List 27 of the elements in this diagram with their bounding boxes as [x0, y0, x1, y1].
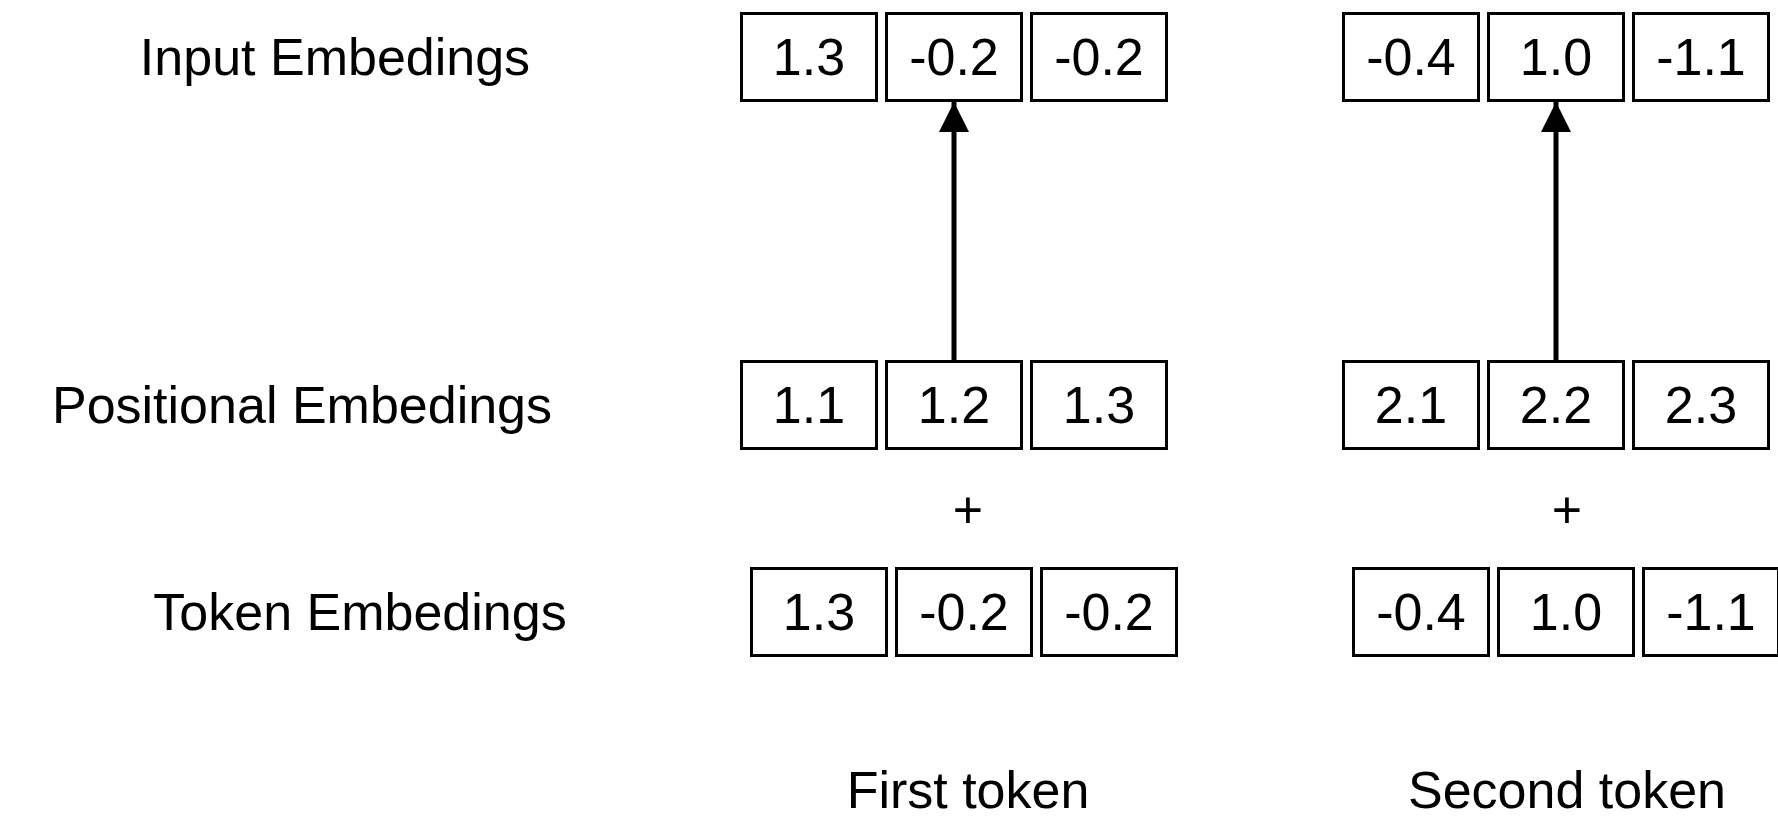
value-cell: -0.4	[1342, 12, 1480, 102]
plus-sign: +	[952, 480, 984, 540]
value-cell: -1.1	[1632, 12, 1770, 102]
row-label: Token Embedings	[153, 582, 567, 642]
arrow	[1541, 102, 1571, 360]
plus-sign: +	[1551, 480, 1583, 540]
value-cell: 1.0	[1487, 12, 1625, 102]
value-cell: 2.1	[1342, 360, 1480, 450]
value-cell: -0.2	[1030, 12, 1168, 102]
row-label: Positional Embedings	[51, 375, 553, 435]
column-label: First token	[846, 760, 1090, 820]
value-cell: 2.2	[1487, 360, 1625, 450]
value-cell: 1.3	[740, 12, 878, 102]
value-cell: 1.1	[740, 360, 878, 450]
value-cell: 2.3	[1632, 360, 1770, 450]
value-cell: -0.2	[895, 567, 1033, 657]
value-cell: 1.3	[1030, 360, 1168, 450]
column-label: Second token	[1408, 760, 1726, 820]
row-label: Input Embedings	[139, 27, 531, 87]
arrow	[939, 102, 969, 360]
value-cell: 1.3	[750, 567, 888, 657]
value-cell: 1.2	[885, 360, 1023, 450]
value-cell: -1.1	[1642, 567, 1778, 657]
value-cell: -0.4	[1352, 567, 1490, 657]
value-cell: 1.0	[1497, 567, 1635, 657]
value-cell: -0.2	[1040, 567, 1178, 657]
value-cell: -0.2	[885, 12, 1023, 102]
